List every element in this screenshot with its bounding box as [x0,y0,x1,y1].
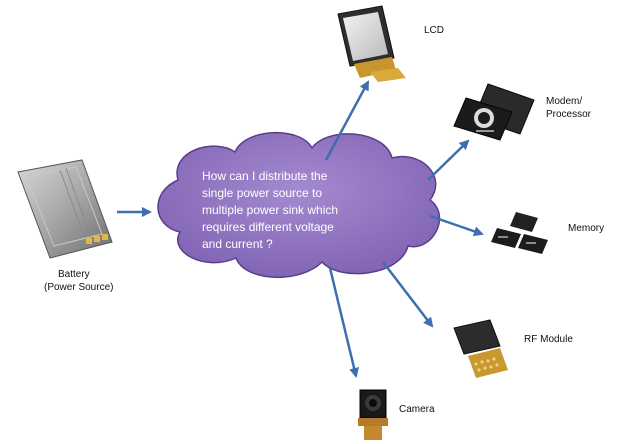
question-line: requires different voltage [202,220,334,234]
cloud-question-text: How can I distribute the single power so… [202,168,380,253]
battery-image [17,159,113,259]
arrow-to-modem [427,139,470,181]
battery-label-line1: Battery [58,269,90,280]
camera-image [358,389,388,440]
battery-sublabel: (Power Source) [44,282,114,293]
lcd-image [337,5,406,82]
battery-label: Battery [58,268,90,281]
modem-label-line2: Processor [546,109,592,120]
arrow-to-camera [328,267,359,378]
lcd-label: LCD [424,25,445,36]
rf-module-image [453,319,508,378]
camera-label: Camera [399,404,435,415]
question-line: and current ? [202,237,273,251]
question-line: multiple power sink which [202,203,339,217]
memory-image [491,212,548,254]
arrow-to-lcd [324,80,370,161]
arrow-to-rf [382,261,434,328]
memory-label: Memory [568,223,605,234]
question-cloud [157,131,441,279]
question-line: How can I distribute the [202,169,328,183]
modem-label-line1: Modem/ [546,96,583,107]
modem-processor-image [453,83,535,141]
rf-module-label: RF Module [524,334,573,345]
arrow-to-memory [429,214,484,237]
question-line: single power source to [202,186,323,200]
